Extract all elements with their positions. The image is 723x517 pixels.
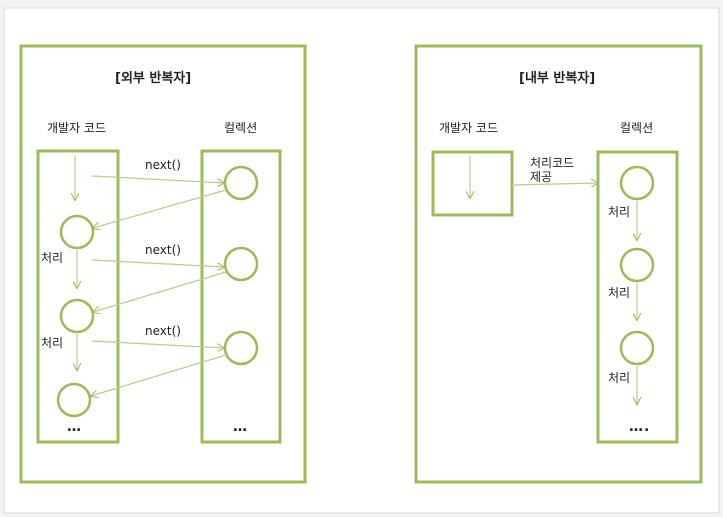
- outer-return-arrow-1: [93, 189, 227, 228]
- inner-dev-code-label: 개발자 코드: [439, 121, 499, 135]
- inner-title: [내부 반복자]: [519, 71, 596, 86]
- outer-dev-code-box: [36, 149, 120, 444]
- inner-collection-box: [596, 150, 679, 444]
- outer-dev-ellipsis: …: [67, 419, 82, 435]
- outer-next-label-1: next(): [145, 158, 181, 172]
- outer-collection-box: [200, 149, 282, 444]
- inner-collection-ellipsis: ….: [629, 419, 651, 435]
- inner-provide-label-1: 처리코드: [530, 156, 575, 170]
- inner-iterator-frame: [414, 44, 703, 484]
- inner-dev-code-box: [431, 150, 514, 217]
- outer-dev-circle-1: [59, 214, 95, 250]
- outer-dev-circle-2: [59, 298, 95, 334]
- inner-process-label-3: 처리: [608, 371, 631, 385]
- inner-collection-circle-1: [619, 165, 655, 201]
- outer-dev-code-label: 개발자 코드: [47, 121, 107, 135]
- outer-return-arrow-3: [91, 354, 227, 396]
- outer-next-arrow-1: [91, 175, 224, 183]
- outer-process-label-1: 처리: [41, 251, 64, 265]
- inner-collection-label: 컬렉션: [620, 121, 654, 135]
- inner-process-label-1: 처리: [608, 205, 631, 219]
- inner-process-label-2: 처리: [608, 286, 631, 300]
- inner-collection-circle-2: [619, 247, 655, 283]
- white-panel: [3, 7, 720, 514]
- outer-next-arrow-3: [91, 340, 224, 348]
- outer-iterator-frame: [19, 44, 307, 484]
- inner-provide-label-2: 제공: [530, 170, 553, 184]
- outer-return-arrow-2: [93, 271, 227, 312]
- outer-dev-circle-3: [56, 382, 92, 418]
- outer-next-label-2: next(): [145, 243, 181, 257]
- outer-collection-ellipsis: …: [233, 419, 248, 435]
- outer-next-arrow-2: [91, 259, 224, 267]
- outer-process-label-2: 처리: [41, 336, 64, 350]
- outer-next-label-3: next(): [145, 324, 181, 338]
- inner-collection-circle-3: [619, 330, 655, 366]
- outer-collection-label: 컬렉션: [224, 121, 258, 135]
- outer-title: [외부 반복자]: [115, 71, 192, 86]
- inner-provide-arrow: [511, 183, 598, 185]
